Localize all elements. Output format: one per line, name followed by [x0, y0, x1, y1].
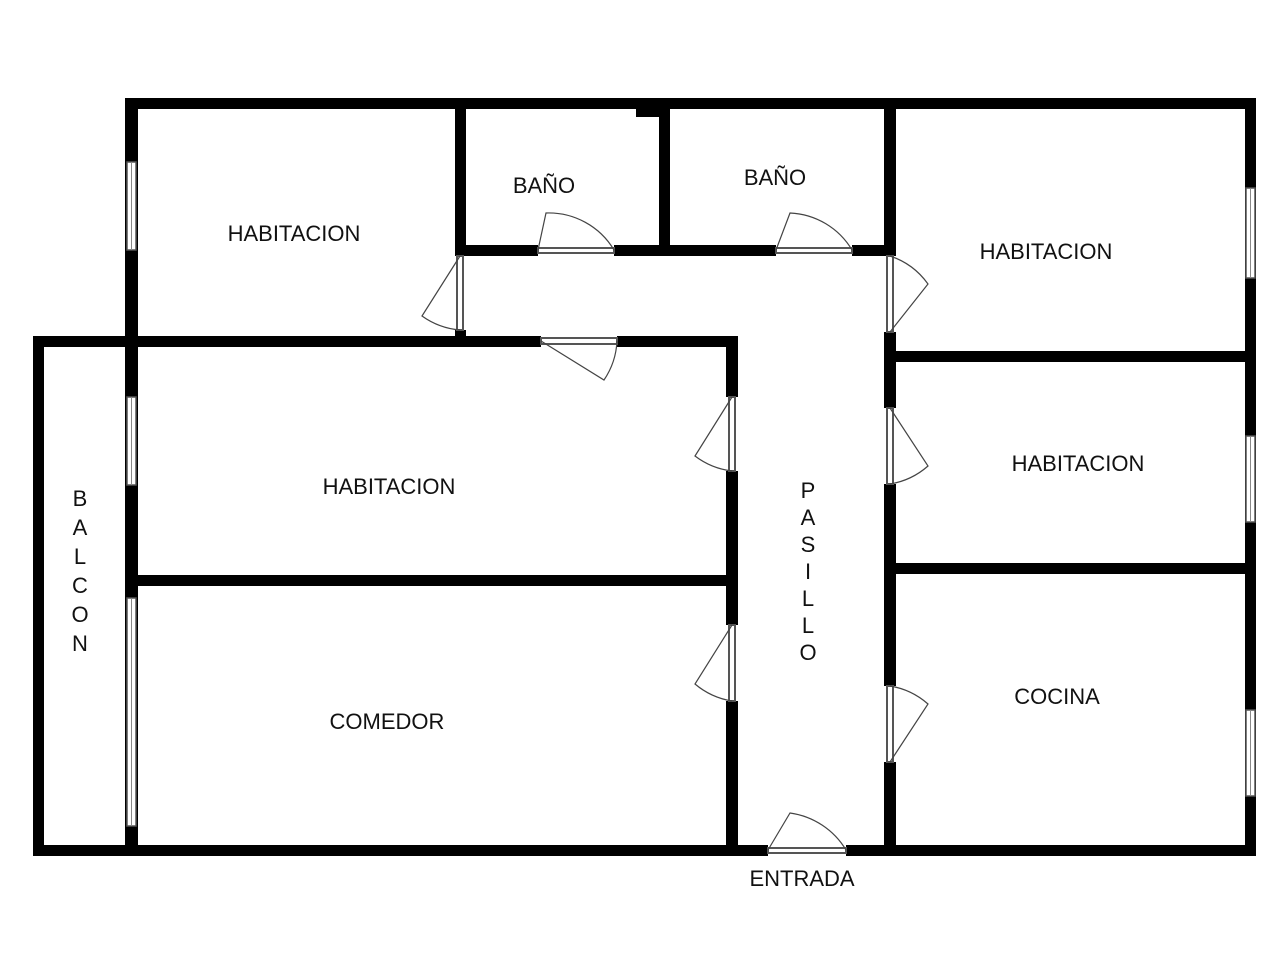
label-cocina: COCINA — [1014, 684, 1100, 709]
wall-ne-mid — [884, 351, 1256, 362]
door-habitacion-mid-left — [728, 396, 736, 472]
label-habitacion-ne: HABITACION — [980, 239, 1113, 264]
wall-top — [127, 98, 1256, 109]
door-entrada — [767, 847, 847, 854]
door-habitacion-ne — [886, 255, 894, 333]
wall-notch — [636, 104, 664, 117]
door-habitacion-nw — [456, 255, 464, 331]
label-comedor: COMEDOR — [330, 709, 445, 734]
wall-left — [33, 336, 44, 856]
wall-balcon-top — [33, 336, 738, 347]
wall-banos-bottom — [455, 245, 895, 256]
label-habitacion-mid-left: HABITACION — [323, 474, 456, 499]
windows — [126, 161, 1256, 827]
door-bano-1 — [537, 247, 615, 254]
walls — [33, 98, 1256, 856]
wall-bottom — [33, 845, 1256, 856]
wall-nw-bano — [455, 108, 466, 346]
door-bano-2 — [775, 247, 853, 254]
door-comedor — [728, 624, 736, 702]
door-habitacion-mid-right — [886, 407, 894, 485]
wall-mid-cocina — [884, 563, 1256, 574]
door-habitacion-mid-top — [540, 337, 618, 345]
doors — [421, 212, 929, 857]
room-labels: HABITACION BAÑO BAÑO HABITACION HABITACI… — [71, 165, 1144, 891]
label-bano-2: BAÑO — [744, 165, 806, 190]
wall-banos-divider — [659, 108, 670, 256]
door-cocina — [886, 685, 894, 763]
label-habitacion-nw: HABITACION — [228, 221, 361, 246]
wall-mid-comedor — [127, 575, 732, 586]
label-entrada: ENTRADA — [749, 866, 854, 891]
label-habitacion-mid-right: HABITACION — [1012, 451, 1145, 476]
label-bano-1: BAÑO — [513, 173, 575, 198]
